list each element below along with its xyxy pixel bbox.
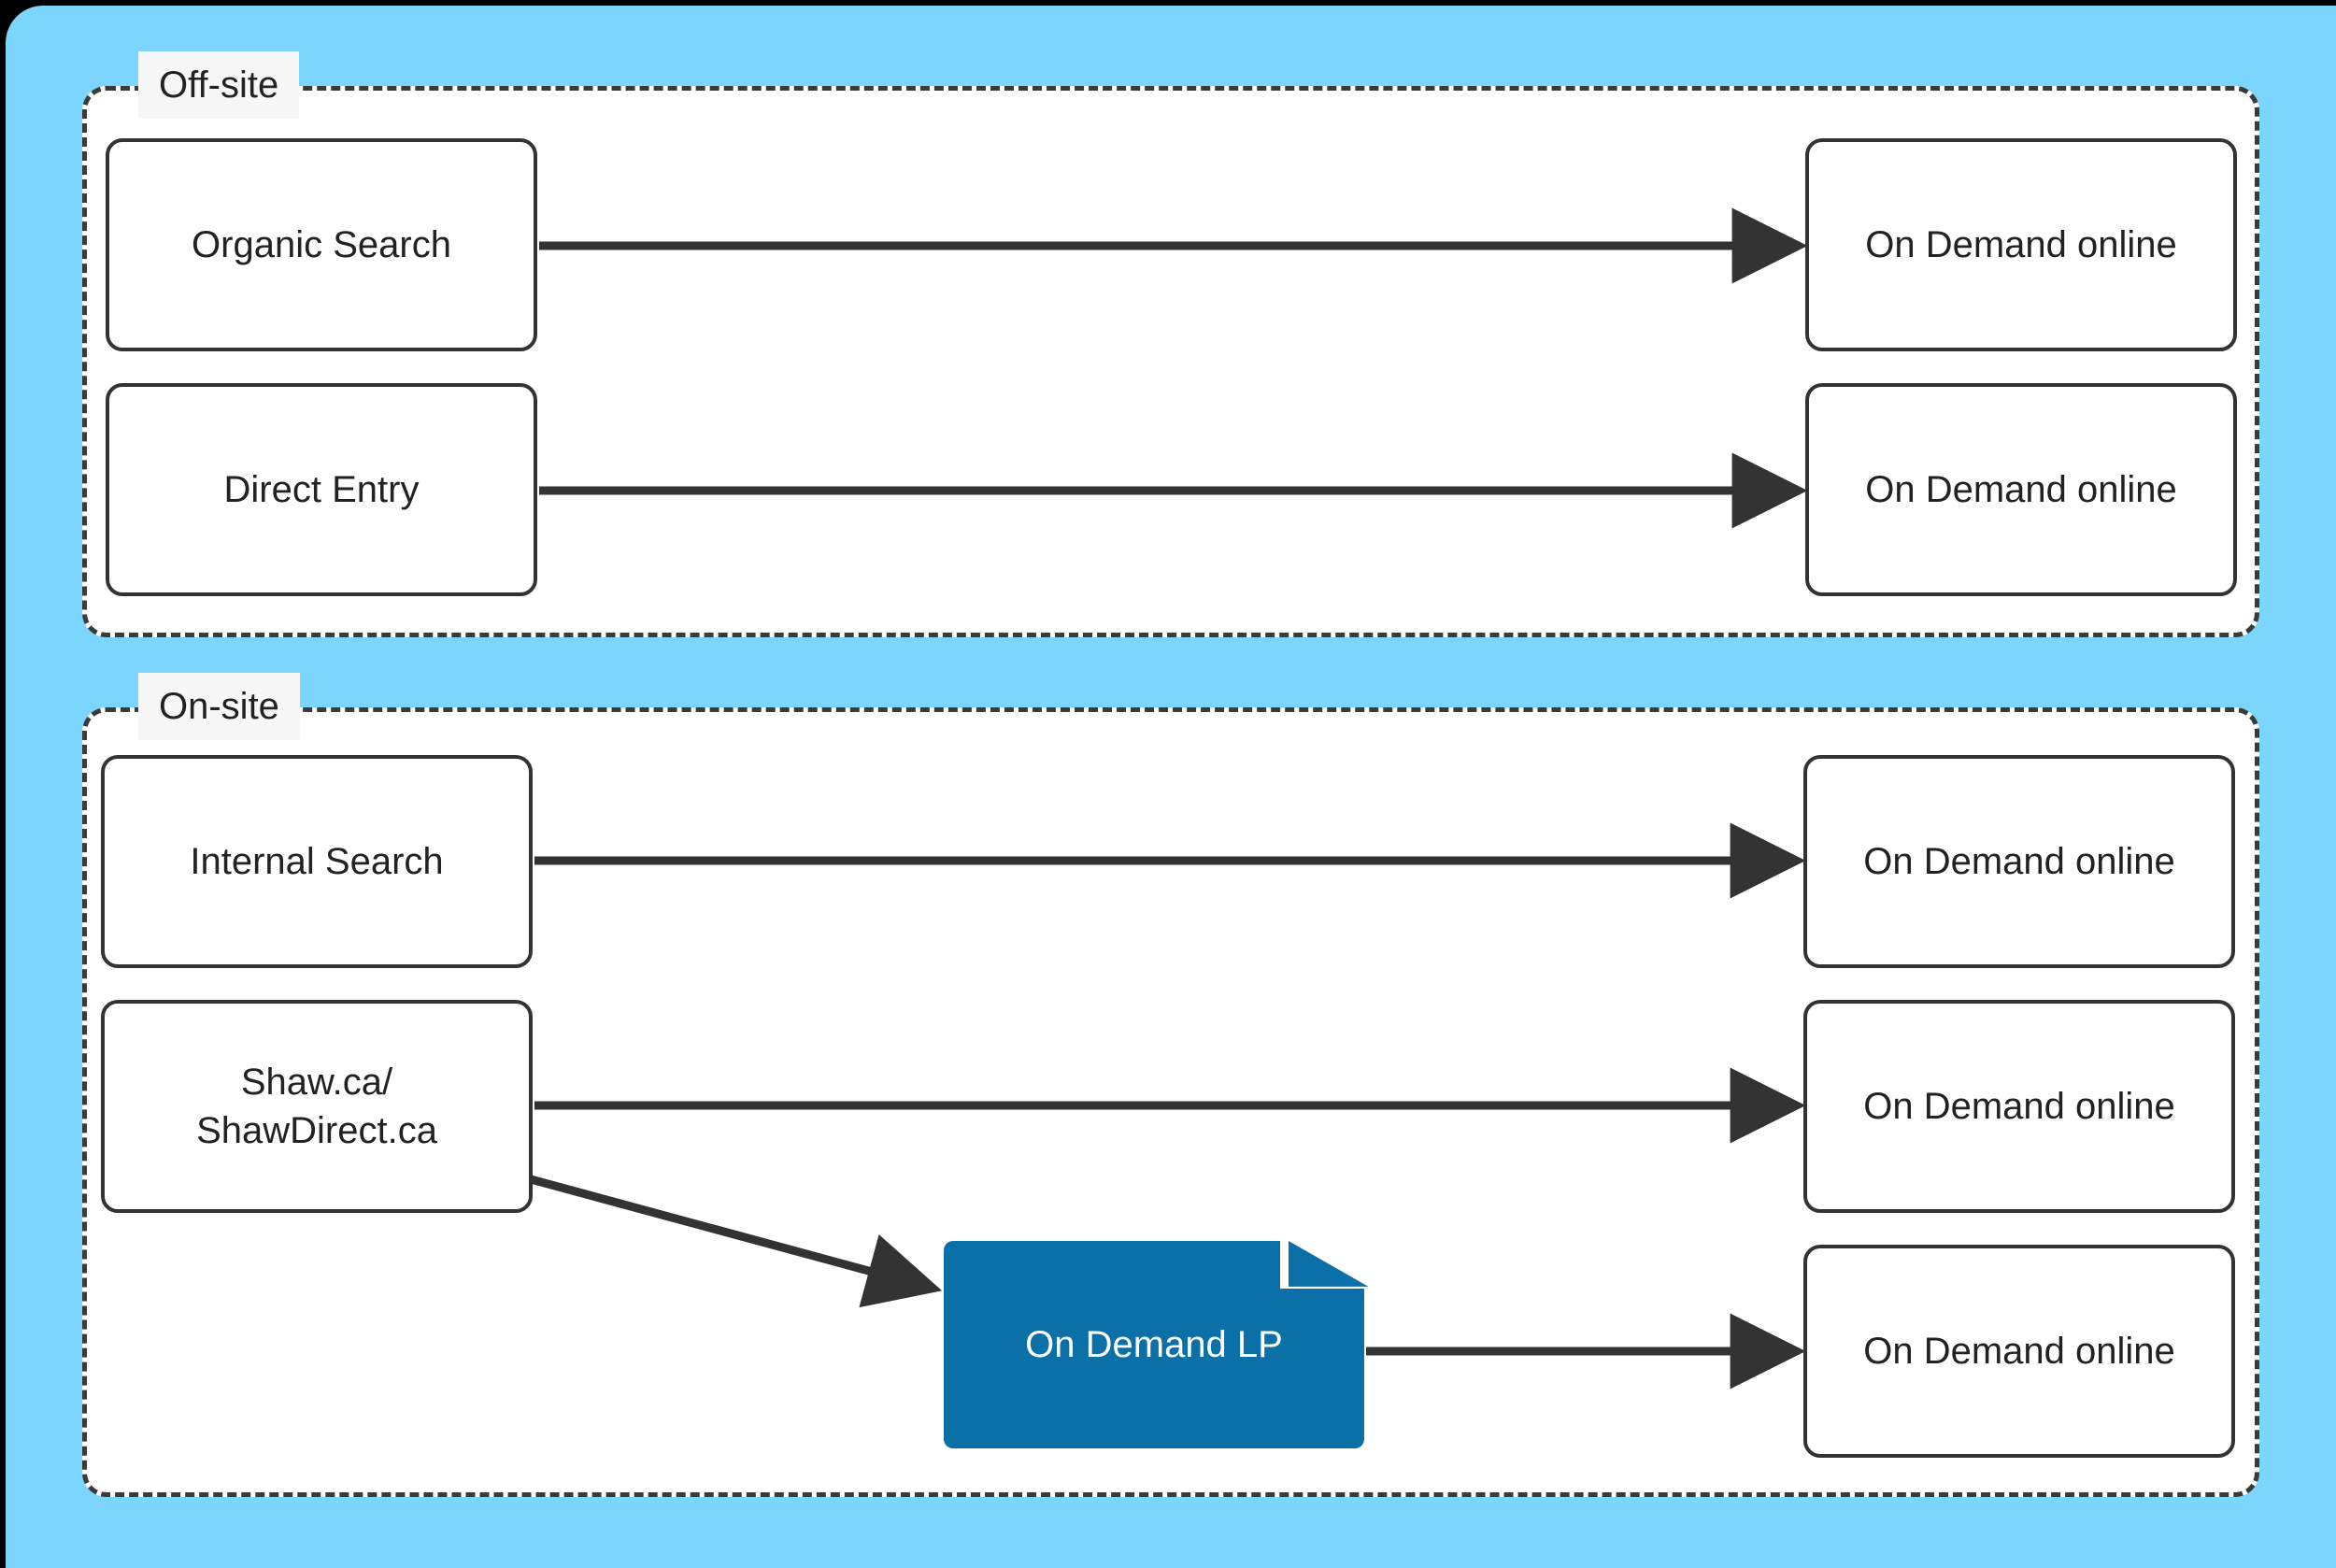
node-on-demand-online-5-label: On Demand online (1863, 1331, 2175, 1372)
node-on-demand-online-5[interactable]: On Demand online (1803, 1245, 2235, 1458)
node-on-demand-lp[interactable]: On Demand LP (944, 1241, 1369, 1448)
node-on-demand-online-4-label: On Demand online (1863, 1086, 2175, 1127)
node-internal-search-label: Internal Search (190, 841, 444, 882)
node-direct-entry[interactable]: Direct Entry (106, 383, 537, 596)
node-internal-search[interactable]: Internal Search (101, 755, 533, 968)
node-organic-search[interactable]: Organic Search (106, 138, 537, 351)
node-shaw-label-line-1: Shaw.ca/ (240, 1062, 393, 1103)
node-on-demand-online-3-label: On Demand online (1863, 841, 2175, 882)
node-shaw-label-line-2: ShawDirect.ca (196, 1110, 437, 1151)
node-on-demand-lp-label: On Demand LP (1025, 1323, 1283, 1365)
node-on-demand-online-4[interactable]: On Demand online (1803, 1000, 2235, 1213)
section-label-onsite: On-site (138, 673, 300, 740)
node-direct-entry-label: Direct Entry (223, 469, 420, 510)
node-on-demand-online-2-label: On Demand online (1865, 469, 2177, 510)
node-organic-search-label: Organic Search (192, 224, 451, 265)
node-on-demand-online-2[interactable]: On Demand online (1805, 383, 2237, 596)
node-on-demand-online-1[interactable]: On Demand online (1805, 138, 2237, 351)
section-label-offsite: Off-site (138, 51, 300, 119)
node-on-demand-online-1-label: On Demand online (1865, 224, 2177, 265)
node-shaw-label-wrapper: Shaw.ca/ ShawDirect.ca (196, 1058, 437, 1155)
node-on-demand-online-3[interactable]: On Demand online (1803, 755, 2235, 968)
node-shaw-ca-shawdirect-ca[interactable]: Shaw.ca/ ShawDirect.ca (101, 1000, 533, 1213)
